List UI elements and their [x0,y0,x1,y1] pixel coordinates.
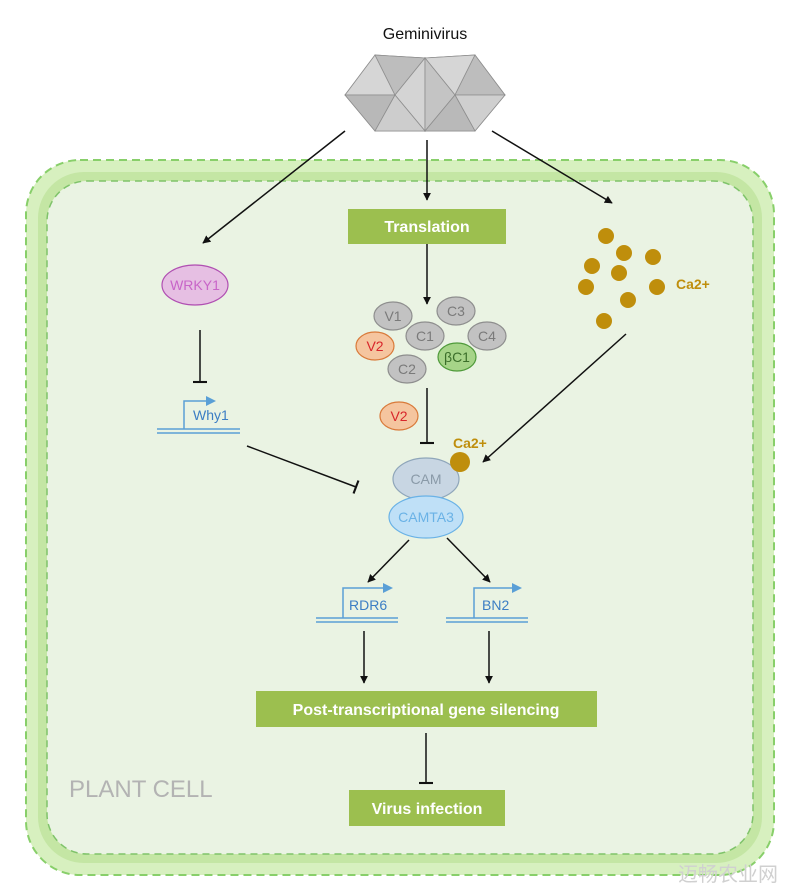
arrow-camta3-to-bn2 [446,537,491,583]
calcium-ion [645,249,661,265]
rdr6-gene-icon [316,583,398,623]
geminivirus-particle-icon [344,54,506,133]
ptgs-label: Post-transcriptional gene silencing [293,702,560,719]
arrow-virus-to-wrky1 [202,130,346,244]
geminivirus-label: Geminivirus [383,26,467,43]
wrky1-oval [161,264,229,306]
cam-label: CAM [410,471,441,487]
arrow-calcium-to-cam [482,333,627,463]
protein-c4-label: C4 [478,328,496,344]
calcium-ion [578,279,594,295]
protein-c3 [436,296,476,326]
calcium-bound-label: Ca2+ [453,435,487,451]
arrow-virus-to-calcium [491,130,613,204]
protein-v1 [373,301,413,331]
protein-c2-label: C2 [398,361,416,377]
calcium-ions [578,228,665,329]
translation-label: Translation [384,219,469,236]
calcium-bound-icon [450,452,470,472]
rdr6-label: RDR6 [349,597,387,613]
virus-infection-box [349,790,505,826]
calcium-ion [649,279,665,295]
protein-v2 [355,331,395,361]
why1-label: Why1 [193,407,229,423]
camta3-label: CAMTA3 [398,509,454,525]
calcium-ion [616,245,632,261]
why1-gene-icon [157,396,240,434]
protein-bc1-label: βC1 [444,349,470,365]
calcium-ion [620,292,636,308]
protein-c4 [467,321,507,351]
protein-v2-label: V2 [366,338,383,354]
virus-infection-label: Virus infection [372,801,483,818]
watermark: 迈畅农业网 [678,862,778,886]
arrow-camta3-to-rdr6 [367,539,410,583]
ptgs-box [256,691,597,727]
bn2-gene-icon [446,583,528,623]
plant-cell-label: PLANT CELL [69,776,213,803]
inhibit-why1-to-camta3 [246,445,360,494]
bn2-label: BN2 [482,597,509,613]
protein-c1-label: C1 [416,328,434,344]
protein-v1-label: V1 [384,308,401,324]
protein-v2-free [379,401,419,431]
calcium-ion [596,313,612,329]
calcium-ion [611,265,627,281]
translation-box [348,209,506,244]
calcium-cluster-label: Ca2+ [676,276,710,292]
calcium-ion [584,258,600,274]
protein-c1 [405,321,445,351]
protein-v2-free-label: V2 [390,408,407,424]
protein-bc1 [437,342,477,372]
wrky1-label: WRKY1 [170,277,220,293]
calcium-ion [598,228,614,244]
protein-c3-label: C3 [447,303,465,319]
viral-proteins: V1 C3 C1 C4 V2 βC1 C2 V2 [355,296,507,431]
camta3-oval [388,495,464,539]
protein-c2 [387,354,427,384]
